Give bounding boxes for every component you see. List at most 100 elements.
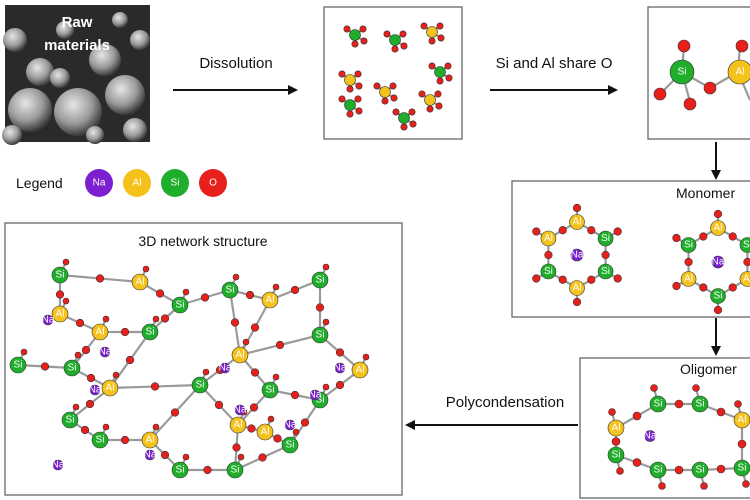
particle-sphere (89, 44, 121, 76)
si-atom-label: Si (226, 285, 235, 296)
si-atom-label: Si (176, 300, 185, 311)
o-atom (182, 453, 190, 461)
si-atom-label: Si (196, 380, 205, 391)
na-atom (570, 248, 584, 262)
o-atom (203, 465, 212, 475)
o-atom (86, 373, 96, 383)
network-title: 3D network structure (138, 233, 267, 249)
al-atom-label: Al (736, 67, 745, 78)
si-atom (607, 446, 625, 464)
o-atom (152, 315, 160, 323)
na-atom (711, 255, 725, 269)
o-atom (75, 318, 85, 328)
o-atom (72, 403, 80, 411)
o-atom (354, 95, 362, 103)
al-atom-label: Al (684, 274, 693, 285)
o-atom (400, 123, 408, 131)
si-atom (311, 326, 329, 344)
si-atom-label: Si (14, 360, 23, 371)
al-atom-label: Al (573, 217, 582, 228)
o-atom (420, 22, 428, 30)
o-atom (230, 318, 240, 327)
al-atom (256, 423, 274, 441)
o-atom (85, 399, 95, 409)
al-atom (727, 59, 750, 85)
o-atom (335, 380, 345, 390)
si-atom (9, 356, 27, 374)
network-box (4, 222, 403, 496)
o-atom (354, 70, 362, 78)
o-atom (608, 408, 616, 416)
particle-sphere (130, 30, 150, 50)
o-atom (170, 408, 180, 417)
al-atom (101, 379, 119, 397)
si-atom-label: Si (176, 465, 185, 476)
o-atom (200, 293, 210, 302)
si-atom (691, 395, 709, 413)
al-atom (569, 280, 585, 296)
al-atom (231, 346, 249, 364)
si-atom (691, 461, 709, 479)
na-atom (284, 419, 296, 431)
na-atom-label: Na (89, 385, 102, 396)
o-atom (155, 289, 165, 298)
o-atom (737, 439, 747, 449)
o-atom (391, 45, 399, 53)
legend-na-label: Na (93, 178, 106, 189)
si-atom (733, 459, 750, 477)
na-atom-label: Na (309, 390, 322, 401)
o-atom (120, 327, 130, 337)
o-atom (716, 464, 726, 474)
legend-na-circle (85, 169, 113, 197)
o-atom (428, 37, 436, 45)
si-atom (540, 263, 557, 280)
o-atom (616, 467, 624, 475)
o-atom (700, 482, 708, 490)
o-atom (683, 97, 697, 111)
al-atom-label: Al (743, 274, 750, 285)
o-atom (142, 265, 150, 273)
o-atom (322, 263, 330, 271)
o-atom (346, 85, 354, 93)
legend-si-label: Si (171, 178, 180, 189)
al-atom-label: Al (573, 283, 582, 294)
al-atom (141, 431, 159, 449)
na-atom (219, 362, 231, 374)
na-atom (99, 346, 111, 358)
o-atom (300, 418, 310, 427)
o-atom (360, 37, 368, 45)
particle-sphere (54, 88, 102, 136)
al-atom-label: Al (714, 223, 723, 234)
si-atom-label: Si (654, 465, 663, 476)
o-atom (434, 90, 442, 98)
o-atom (62, 297, 70, 305)
al-atom-label: Al (96, 327, 105, 338)
al-atom-label: Al (146, 435, 155, 446)
si-atom (171, 296, 189, 314)
al-atom-label: Al (356, 365, 365, 376)
o-atom (160, 314, 170, 323)
legend-al-circle (123, 169, 151, 197)
al-atom (710, 220, 726, 236)
o-atom (734, 400, 742, 408)
raw-materials-panel: Raw materials (2, 5, 150, 145)
o-atom (743, 257, 750, 267)
o-atom (346, 110, 354, 118)
particle-sphere (56, 21, 74, 39)
si-atom-label: Si (684, 240, 693, 251)
o-atom (249, 403, 259, 412)
o-atom (102, 315, 110, 323)
o-atom (392, 108, 400, 116)
al-atom (680, 271, 697, 287)
o-atom (653, 87, 667, 101)
o-atom (716, 407, 726, 417)
o-atom (272, 283, 280, 291)
al-atom (131, 273, 149, 291)
o-atom (658, 482, 666, 490)
legend-o-label: O (209, 178, 217, 189)
o-atom (572, 203, 582, 213)
si-atom (649, 395, 667, 413)
o-atom (272, 373, 280, 381)
legend-al-label: Al (133, 178, 142, 189)
o-atom (601, 250, 610, 260)
